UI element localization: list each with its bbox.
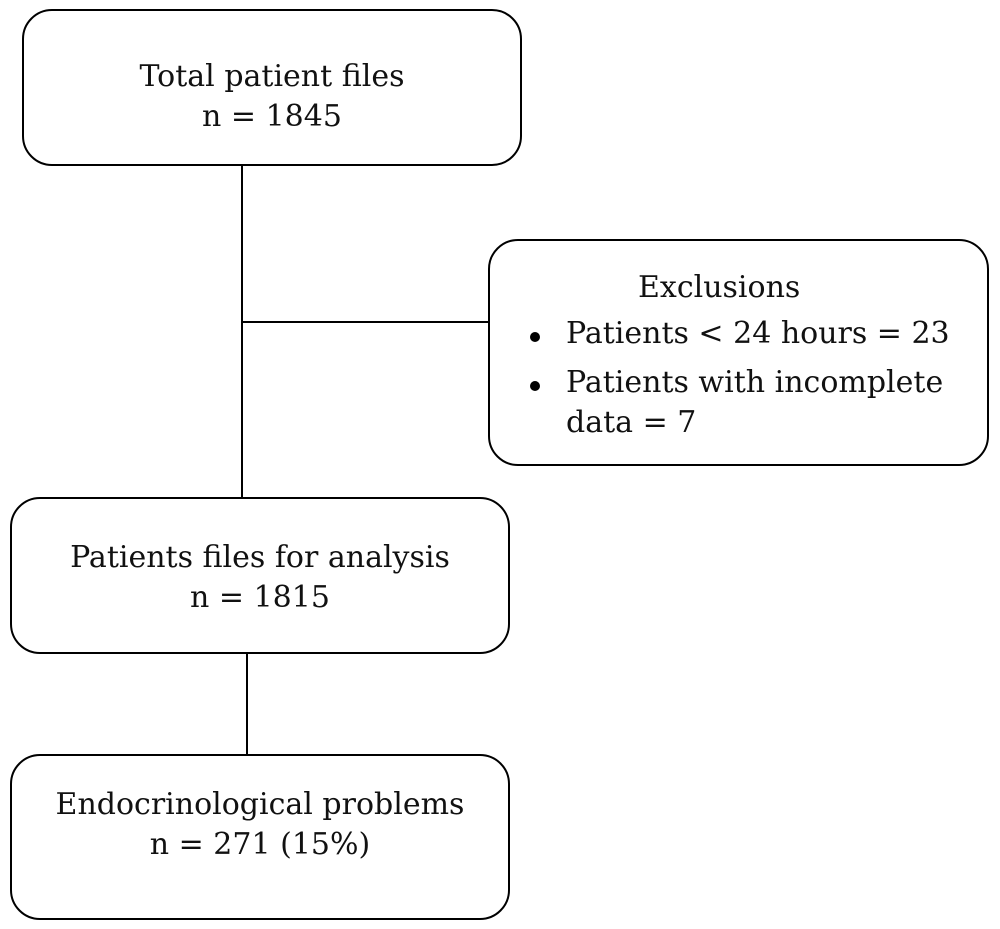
exclusion-item-text: Patients with incomplete data = 7: [566, 365, 944, 440]
exclusions-box: Exclusions Patients < 24 hours = 23 Pati…: [488, 239, 989, 466]
exclusion-item-text: Patients < 24 hours = 23: [566, 316, 950, 351]
analysis-files-box: Patients files for analysis n = 1815: [10, 497, 510, 654]
analysis-files-title: Patients files for analysis: [70, 540, 450, 575]
total-patient-files-title: Total patient files: [139, 59, 405, 94]
connector-total-to-analysis: [241, 166, 243, 497]
total-patient-files-box: Total patient files n = 1845: [22, 9, 522, 166]
bullet-icon: [530, 381, 540, 391]
analysis-files-count: n = 1815: [190, 580, 330, 615]
endocrinological-problems-box: Endocrinological problems n = 271 (15%): [10, 754, 510, 920]
endocrinological-problems-title: Endocrinological problems: [55, 787, 465, 822]
exclusions-title: Exclusions: [638, 270, 801, 305]
connector-analysis-to-endocrine: [246, 654, 248, 754]
endocrinological-problems-count: n = 271 (15%): [149, 827, 371, 862]
bullet-icon: [530, 332, 540, 342]
total-patient-files-count: n = 1845: [202, 99, 342, 134]
connector-branch-to-exclusions: [241, 321, 488, 323]
